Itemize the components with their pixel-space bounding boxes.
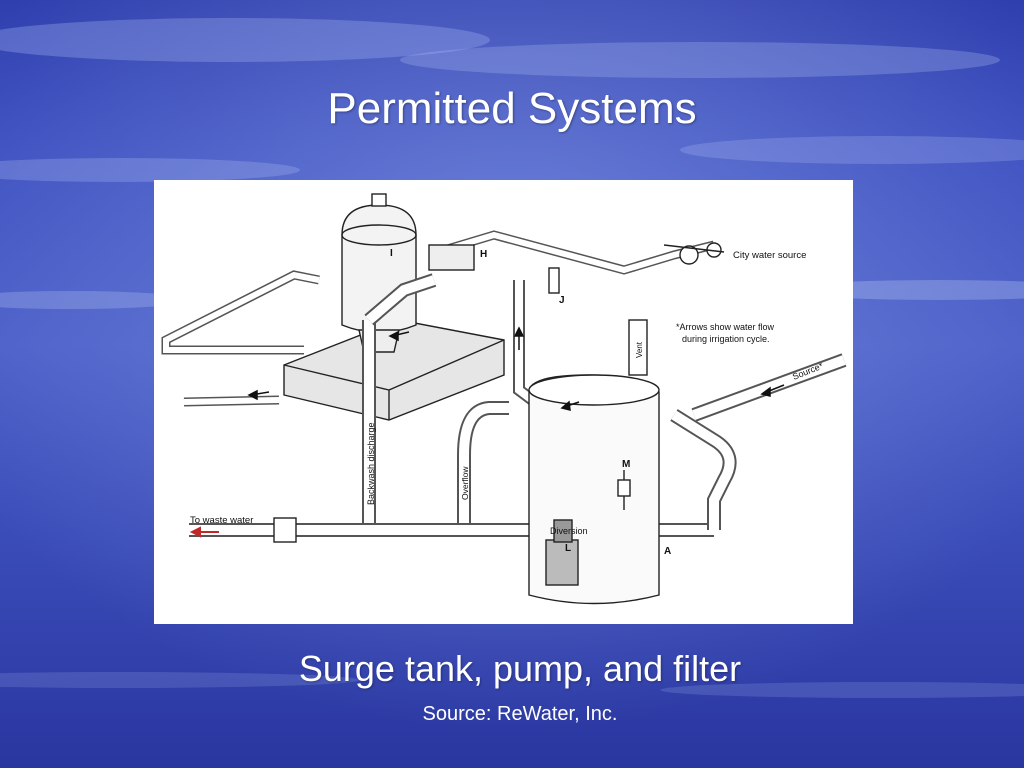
source-credit: Source: ReWater, Inc. xyxy=(422,703,618,725)
sand-filter-tank xyxy=(341,193,417,353)
label-float: M xyxy=(622,459,630,470)
label-waste: To waste water xyxy=(190,515,253,526)
slide-caption: Surge tank, pump, and filter xyxy=(298,648,742,689)
label-valve-h: H xyxy=(480,249,487,260)
surge-tank-diagram: I H J City water source *Arrows show wat… xyxy=(154,180,853,624)
label-pump: L xyxy=(565,543,571,554)
label-city-water: City water source xyxy=(733,250,806,261)
left-return-pipe xyxy=(161,270,320,355)
label-diversion: Diversion xyxy=(550,526,588,536)
label-overflow: Overflow xyxy=(460,466,470,500)
valve-h xyxy=(428,244,475,271)
label-tank: A xyxy=(664,546,671,557)
slide-title: Permitted Systems xyxy=(327,84,697,133)
label-valve-j: J xyxy=(559,295,565,306)
waste-flow-arrow xyxy=(189,526,219,538)
label-backwash: Backwash discharge xyxy=(366,422,376,505)
pump xyxy=(545,519,579,586)
vent-pipe xyxy=(628,319,648,376)
plumbing-diagram: I H J City water source *Arrows show wat… xyxy=(161,193,847,605)
city-water-valve xyxy=(663,242,725,265)
label-note-line1: *Arrows show water flow xyxy=(676,322,775,332)
float-switch xyxy=(617,479,631,497)
label-vent: Vent xyxy=(635,341,644,358)
flow-arrows xyxy=(247,326,785,411)
label-filter: I xyxy=(390,248,393,259)
valve-j xyxy=(548,267,560,294)
label-note-line2: during irrigation cycle. xyxy=(682,334,770,344)
